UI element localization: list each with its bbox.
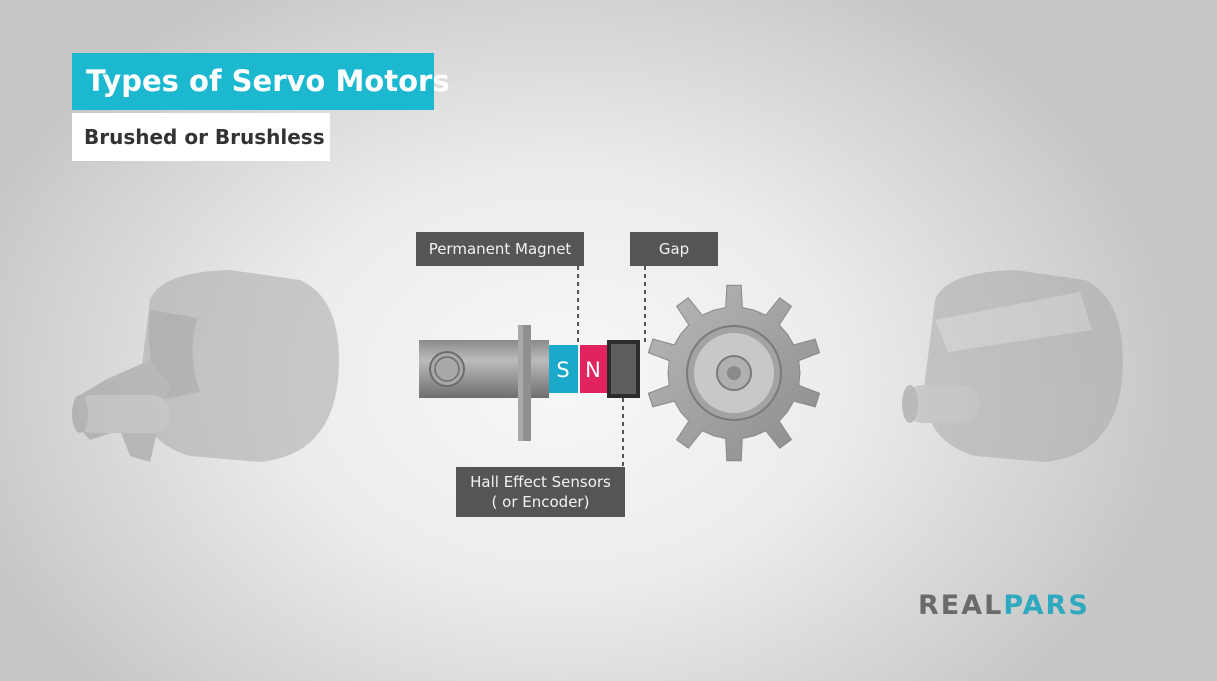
gear-illustration [647, 284, 821, 462]
hall-sensor [607, 340, 640, 398]
left-motor-illustration [72, 270, 339, 462]
permanent-magnet-label: Permanent Magnet [416, 232, 584, 266]
south-pole-label: S [556, 358, 569, 382]
north-pole [580, 345, 607, 393]
realpars-logo: REALPARS [918, 590, 1090, 621]
hall-label-line2: ( or Encoder) [491, 493, 590, 511]
page-subtitle: Brushed or Brushless [72, 113, 330, 161]
south-pole [549, 345, 578, 393]
page-title: Types of Servo Motors [72, 53, 450, 110]
hall-label-line1: Hall Effect Sensors [470, 473, 611, 491]
permanent-magnet: S N [549, 345, 607, 393]
logo-part2: PARS [1003, 590, 1090, 621]
north-pole-label: N [585, 358, 601, 382]
logo-part1: REAL [918, 590, 1004, 621]
right-motor-illustration [902, 270, 1123, 462]
gap-label: Gap [630, 232, 718, 266]
rotor-shaft [419, 325, 549, 441]
hall-effect-sensors-label: Hall Effect Sensors ( or Encoder) [456, 467, 625, 517]
